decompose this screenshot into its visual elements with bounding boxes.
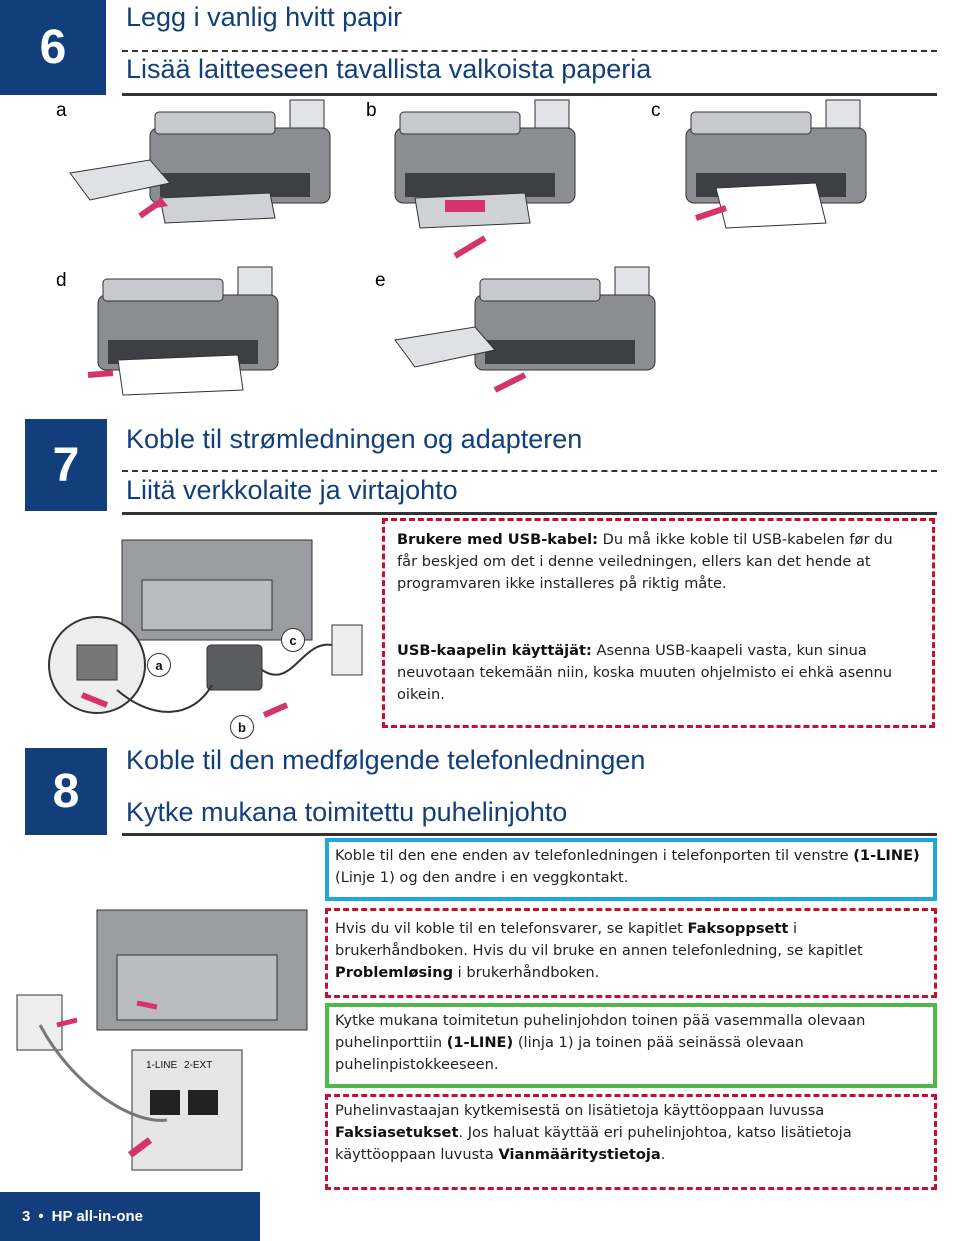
step-8-title-fi: Kytke mukana toimitettu puhelinjohto xyxy=(126,797,568,827)
printer-illustration-a xyxy=(69,99,331,224)
callout-a: a xyxy=(147,653,171,677)
step-8-title-no: Koble til den medfølgende telefonledning… xyxy=(126,745,646,775)
usb-warning-fi: USB-kaapelin käyttäjät: Asenna USB-kaape… xyxy=(397,640,912,706)
panel-label-e: e xyxy=(375,270,386,291)
answering-machine-fi-b2: Vianmääritystietoja xyxy=(498,1146,661,1163)
footer-product-name: HP all-in-one xyxy=(51,1208,144,1225)
printer-illustration-e xyxy=(394,266,656,393)
callout-b: b xyxy=(230,715,254,739)
answering-machine-no-b2: Problemløsing xyxy=(335,964,454,981)
footer-page-number: 3 xyxy=(22,1208,31,1225)
answering-machine-no-b1: Faksoppsett xyxy=(687,920,789,937)
panel-label-b: b xyxy=(366,100,377,121)
panel-label-d: d xyxy=(56,270,67,291)
usb-warning-no-bold: Brukere med USB-kabel: xyxy=(397,531,599,548)
answering-machine-no-t1: Hvis du vil koble til en telefonsvarer, … xyxy=(335,920,688,937)
phone-instructions-no: Koble til den ene enden av telefonlednin… xyxy=(335,845,925,889)
answering-machine-fi-t1: Puhelinvastaajan kytkemisestä on lisätie… xyxy=(335,1102,825,1119)
step-6-rule-bottom xyxy=(122,93,937,96)
step-6-title-no: Legg i vanlig hvitt papir xyxy=(126,2,403,32)
usb-warning-fi-bold: USB-kaapelin käyttäjät: xyxy=(397,642,592,659)
answering-machine-no-t2: i brukerhåndboken. Hvis du vil bruke en … xyxy=(335,920,863,959)
answering-machine-no-t3: i brukerhåndboken. xyxy=(453,964,600,981)
phone-instructions-no-bold: (1-LINE) xyxy=(853,847,920,864)
answering-machine-note-no xyxy=(325,908,937,998)
usb-warning-note xyxy=(382,518,935,728)
step-8-rule-bottom xyxy=(122,833,937,836)
printer-illustration-b xyxy=(394,99,576,259)
answering-machine-note-fi xyxy=(325,1094,937,1190)
usb-warning-no: Brukere med USB-kabel: Du må ikke koble … xyxy=(397,529,912,595)
step-7-title-no: Koble til strømledningen og adapteren xyxy=(126,424,583,454)
phone-instructions-fi-text-1: Kytke mukana toimitetun puhelinjohdon to… xyxy=(335,1012,866,1051)
answering-machine-fi-t3: . xyxy=(660,1146,666,1163)
phone-instructions-fi: Kytke mukana toimitetun puhelinjohdon to… xyxy=(335,1010,925,1076)
panel-label-a: a xyxy=(56,100,67,121)
step-8-number-text: 8 xyxy=(52,765,80,818)
answering-machine-fi-b1: Faksiasetukset xyxy=(335,1124,459,1141)
usb-warning-no-text: Du må ikke koble til USB-kabelen før du … xyxy=(397,531,893,592)
power-cord-illustration xyxy=(48,539,363,718)
panel-label-c: c xyxy=(651,100,661,121)
port-label-2-ext: 2-EXT xyxy=(184,1060,213,1071)
step-7-number-text: 7 xyxy=(52,438,80,492)
step-7-title-fi: Liitä verkkolaite ja virtajohto xyxy=(126,475,458,505)
phone-instructions-no-box xyxy=(325,838,937,901)
printer-illustration-d xyxy=(87,266,279,396)
phone-instructions-fi-bold: (1-LINE) xyxy=(446,1034,514,1051)
step-7-rule-bottom xyxy=(122,512,937,515)
step-6-rule-top xyxy=(122,50,937,52)
step-6-number: 6 xyxy=(0,0,106,95)
port-label-1-line: 1-LINE xyxy=(146,1060,178,1071)
answering-machine-fi-text: Puhelinvastaajan kytkemisestä on lisätie… xyxy=(335,1100,920,1166)
phone-instructions-no-text-2: (Linje 1) og den andre i en veggkontakt. xyxy=(335,869,629,886)
footer-separator: • xyxy=(38,1208,44,1225)
phone-instructions-no-text-1: Koble til den ene enden av telefonlednin… xyxy=(335,847,854,864)
step-8-number: 8 xyxy=(25,748,107,835)
page-footer: 3 • HP all-in-one xyxy=(0,1192,260,1241)
phone-cord-illustration xyxy=(16,909,308,1171)
step-7-number: 7 xyxy=(25,419,107,511)
usb-warning-fi-text: Asenna USB-kaapeli vasta, kun sinua neuv… xyxy=(397,642,892,703)
phone-instructions-fi-box xyxy=(325,1003,937,1088)
callout-c: c xyxy=(281,628,305,652)
step-6-number-text: 6 xyxy=(39,21,67,74)
step-7-rule-top xyxy=(122,470,937,472)
printer-illustration-c xyxy=(685,99,867,229)
phone-instructions-fi-text-2: (linja 1) ja toinen pää seinässä olevaan… xyxy=(335,1034,804,1073)
step-6-title-fi: Lisää laitteeseen tavallista valkoista p… xyxy=(126,54,652,84)
answering-machine-no-text: Hvis du vil koble til en telefonsvarer, … xyxy=(335,918,920,984)
answering-machine-fi-t2: . Jos haluat käyttää eri puhelinjohtoa, … xyxy=(335,1124,852,1163)
